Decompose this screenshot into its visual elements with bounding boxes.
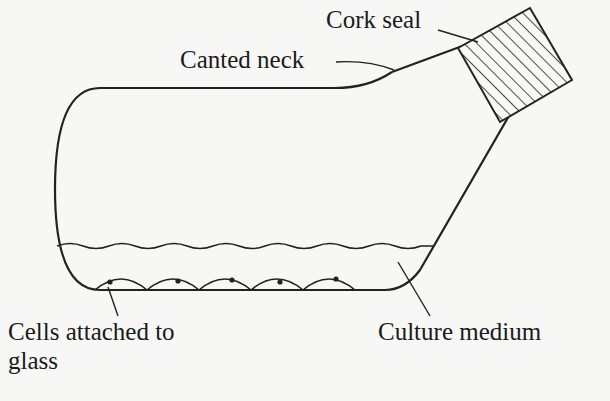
flask-outline: [55, 72, 510, 290]
part-label: Culture medium: [378, 318, 541, 347]
part-label: Cells attached to glass: [8, 318, 178, 376]
cells: [95, 276, 355, 290]
cork-seal: [458, 8, 572, 122]
leader-lines: [108, 30, 478, 316]
medium-surface: [57, 244, 433, 249]
part-label: Canted neck: [180, 46, 304, 75]
part-label: Cork seal: [326, 6, 421, 35]
